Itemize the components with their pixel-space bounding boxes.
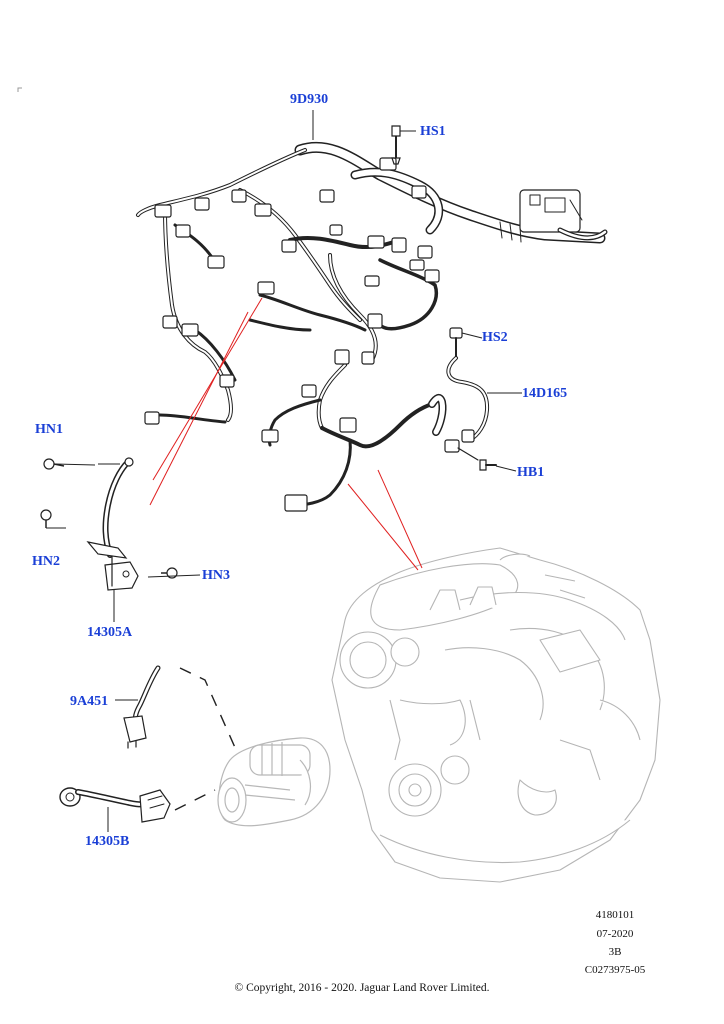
harness-9a451[interactable] xyxy=(123,665,161,749)
callout-hn2[interactable]: HN2 xyxy=(32,554,60,569)
ref-revision: 3B xyxy=(608,946,622,958)
hn1-bolt-icon[interactable] xyxy=(43,458,65,470)
hs1-sensor[interactable] xyxy=(391,125,401,165)
main-engine-harness[interactable] xyxy=(136,141,608,512)
harness-14305b[interactable] xyxy=(59,787,171,823)
callout-9a451[interactable]: 9A451 xyxy=(70,694,109,709)
callout-hn1[interactable]: HN1 xyxy=(35,422,63,437)
callout-hn3[interactable]: HN3 xyxy=(202,568,230,583)
harness-14d165[interactable] xyxy=(444,327,497,471)
dashed-leaders xyxy=(174,667,246,811)
ref-date: 07-2020 xyxy=(596,928,634,940)
callout-14d165[interactable]: 14D165 xyxy=(522,386,568,401)
hn2-bolt-icon[interactable] xyxy=(40,509,52,528)
copyright-notice: © Copyright, 2016 - 2020. Jaguar Land Ro… xyxy=(234,982,490,994)
starter-motor[interactable] xyxy=(217,737,331,827)
red-pointer-lines xyxy=(149,297,423,571)
harness-14305a[interactable] xyxy=(86,457,139,591)
callout-hs2[interactable]: HS2 xyxy=(482,330,508,345)
ref-image-code: C0273975-05 xyxy=(584,964,646,976)
callout-leaders xyxy=(46,110,522,832)
engine-assembly[interactable] xyxy=(331,547,661,883)
ref-number: 4180101 xyxy=(595,909,635,921)
callout-hb1[interactable]: HB1 xyxy=(517,465,545,480)
callout-hs1[interactable]: HS1 xyxy=(420,124,446,139)
callout-14305a[interactable]: 14305A xyxy=(87,625,133,640)
callout-9d930[interactable]: 9D930 xyxy=(290,92,329,107)
corner-mark xyxy=(17,87,22,92)
callout-14305b[interactable]: 14305B xyxy=(85,834,130,849)
